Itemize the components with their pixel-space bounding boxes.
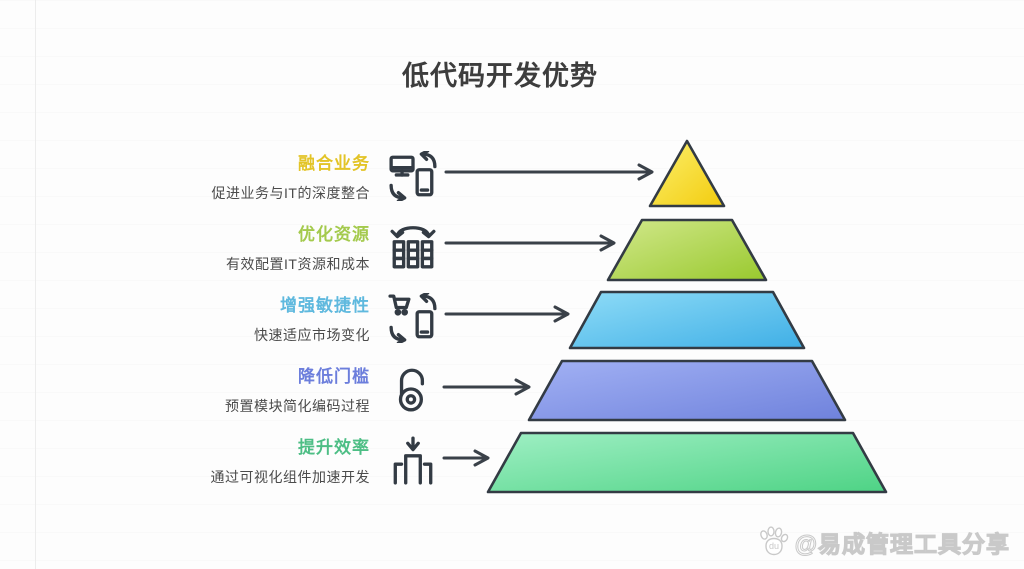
pyramid-level-5	[486, 431, 888, 494]
watermark: du @易成管理工具分享	[757, 525, 1010, 559]
device-sync-icon	[384, 147, 442, 205]
row-title: 优化资源	[298, 225, 370, 244]
benefit-row-threshold: 降低门槛 预置模块简化编码过程	[0, 353, 442, 425]
row-description: 快速适应市场变化	[254, 327, 370, 343]
row-title: 增强敏捷性	[280, 296, 370, 315]
cart-sync-icon	[384, 289, 442, 347]
arrow-group	[442, 163, 654, 467]
benefit-row-fusion: 融合业务 促进业务与IT的深度整合	[0, 140, 442, 212]
benefit-row-agility: 增强敏捷性 快速适应市场变化	[0, 282, 442, 354]
arrow-3	[444, 305, 570, 323]
row-text: 优化资源 有效配置IT资源和成本	[0, 220, 384, 274]
arrow-5	[442, 449, 490, 467]
row-description: 预置模块简化编码过程	[225, 398, 370, 414]
pyramid-diagram	[430, 118, 910, 523]
pyramid-level-4	[527, 359, 847, 422]
row-description: 通过可视化组件加速开发	[210, 469, 370, 485]
arrow-2	[444, 234, 616, 252]
row-title: 降低门槛	[298, 367, 370, 386]
row-text: 融合业务 促进业务与IT的深度整合	[0, 149, 384, 203]
pyramid-level-3	[568, 290, 806, 350]
row-description: 有效配置IT资源和成本	[226, 256, 370, 272]
arrow-1	[444, 163, 654, 181]
row-text: 提升效率 通过可视化组件加速开发	[0, 433, 384, 487]
pyramid-level-2	[606, 218, 768, 282]
row-description: 促进业务与IT的深度整合	[211, 185, 370, 201]
benefit-row-resources: 优化资源 有效配置IT资源和成本	[0, 211, 442, 283]
benefit-row-efficiency: 提升效率 通过可视化组件加速开发	[0, 424, 442, 496]
left-edge-line	[35, 0, 36, 569]
insert-component-icon	[384, 431, 442, 489]
row-text: 降低门槛 预置模块简化编码过程	[0, 362, 384, 416]
svg-text:du: du	[769, 541, 779, 551]
row-title: 提升效率	[298, 438, 370, 457]
resource-allocation-icon	[384, 218, 442, 276]
arrow-4	[442, 378, 531, 396]
row-title: 融合业务	[298, 154, 370, 173]
baidu-paw-icon: du	[759, 526, 788, 556]
watermark-text: @易成管理工具分享	[794, 531, 1010, 558]
page-title: 低代码开发优势	[402, 61, 598, 91]
open-lock-icon	[384, 360, 442, 418]
row-text: 增强敏捷性 快速适应市场变化	[0, 291, 384, 345]
pyramid-level-1	[648, 139, 726, 208]
